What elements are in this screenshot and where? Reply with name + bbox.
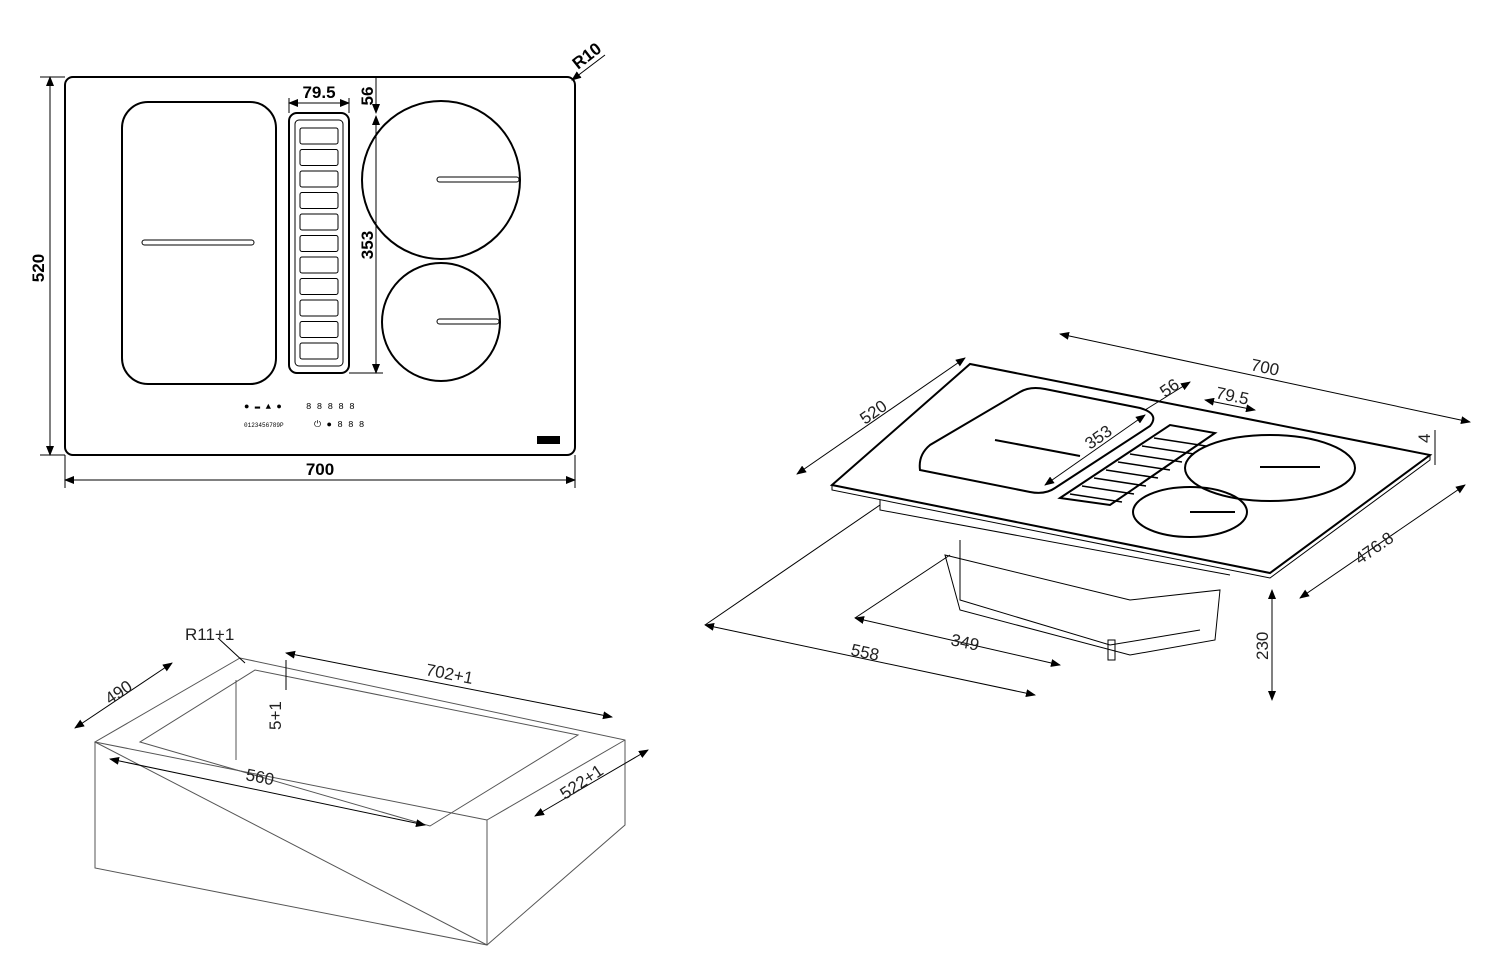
iso-base-depth-label: 349 bbox=[949, 630, 981, 654]
vent-slot bbox=[299, 192, 339, 209]
cutout-522-label: 522+1 bbox=[557, 761, 607, 803]
vent-slot bbox=[299, 342, 339, 360]
top-view: ● ▬ ▲ ● 8 8 8 8 8 0123456789P ⏻ ● 8 8 8 … bbox=[29, 39, 606, 488]
width-label: 700 bbox=[306, 460, 334, 479]
vent-width-label: 79.5 bbox=[302, 83, 335, 102]
vent-offset-label: 56 bbox=[358, 87, 377, 106]
iso-vent-length-label: 353 bbox=[1081, 421, 1115, 453]
flex-zone bbox=[121, 101, 277, 385]
iso-base-width-label: 558 bbox=[849, 640, 881, 664]
vent-slot bbox=[299, 149, 339, 166]
svg-text:⏻ ● 8 8 8: ⏻ ● 8 8 8 bbox=[314, 419, 364, 430]
svg-text:● ▬ ▲ ●: ● ▬ ▲ ● bbox=[244, 402, 282, 412]
radius-label: R10 bbox=[569, 39, 605, 73]
iso-height-label: 230 bbox=[1253, 632, 1272, 660]
vent-grille bbox=[299, 127, 339, 360]
vent-slot bbox=[299, 299, 339, 317]
hob-outline bbox=[64, 76, 576, 456]
iso-depth-label: 520 bbox=[856, 396, 890, 428]
large-zone bbox=[361, 100, 521, 260]
vent-length-label: 353 bbox=[358, 231, 377, 259]
cutout-490-label: 490 bbox=[102, 677, 136, 709]
vent-slot bbox=[299, 235, 339, 252]
isometric-view: 700 520 56 79.5 353 4 476.8 230 558 349 bbox=[704, 331, 1471, 701]
iso-vent-width-label: 79.5 bbox=[1214, 383, 1250, 408]
cutout-radius-label: R11+1 bbox=[185, 625, 234, 644]
vent-slot bbox=[299, 213, 339, 231]
svg-text:0123456789P: 0123456789P bbox=[244, 422, 284, 429]
small-zone bbox=[381, 262, 501, 382]
control-panel: ● ▬ ▲ ● 8 8 8 8 8 0123456789P ⏻ ● 8 8 8 bbox=[244, 402, 560, 444]
iso-width-label: 700 bbox=[1249, 355, 1281, 379]
cutout-702-label: 702+1 bbox=[424, 660, 474, 688]
vent-slot bbox=[299, 127, 339, 145]
vent-slot bbox=[299, 321, 339, 338]
iso-side-depth-label: 476.8 bbox=[1351, 528, 1397, 568]
downdraft-vent bbox=[288, 112, 350, 374]
cutout-recess-label: 5+1 bbox=[266, 701, 285, 730]
depth-label: 520 bbox=[29, 254, 48, 282]
cutout-560-label: 560 bbox=[244, 765, 275, 789]
vent-slot bbox=[299, 256, 339, 274]
svg-text:8 8 8 8 8: 8 8 8 8 8 bbox=[306, 402, 355, 412]
vent-slot bbox=[299, 278, 339, 295]
iso-thickness-label: 4 bbox=[1415, 434, 1434, 443]
vent-slot bbox=[299, 170, 339, 188]
iso-vent-offset-label: 56 bbox=[1156, 375, 1182, 401]
zone-marker bbox=[141, 239, 255, 246]
cutout-view: 490 702+1 5+1 560 522+1 R11+1 bbox=[74, 625, 649, 946]
